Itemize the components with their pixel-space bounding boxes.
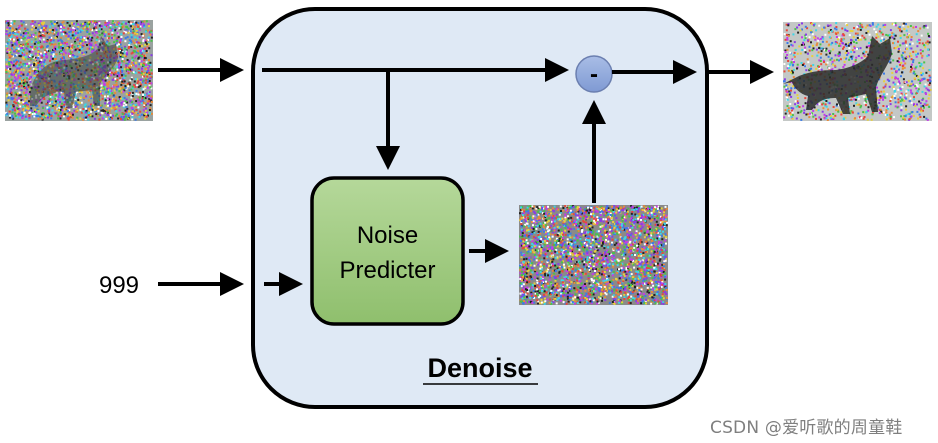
- cat-silhouette-input: [30, 36, 118, 108]
- noise-predictor-box: [310, 176, 465, 326]
- cat-silhouette-output: [783, 36, 892, 114]
- noisy-input-image: [5, 20, 153, 121]
- step-label: 999: [99, 272, 139, 299]
- predicted-noise-image: [519, 205, 668, 305]
- denoised-output-image: [783, 22, 932, 121]
- denoise-title: Denoise: [427, 353, 532, 383]
- subtract-symbol: -: [590, 61, 598, 88]
- noise-predictor-label-line2: Predicter: [339, 257, 435, 284]
- noise-predictor-label-line1: Noise: [357, 222, 418, 249]
- watermark: CSDN @爱听歌的周童鞋: [710, 418, 903, 438]
